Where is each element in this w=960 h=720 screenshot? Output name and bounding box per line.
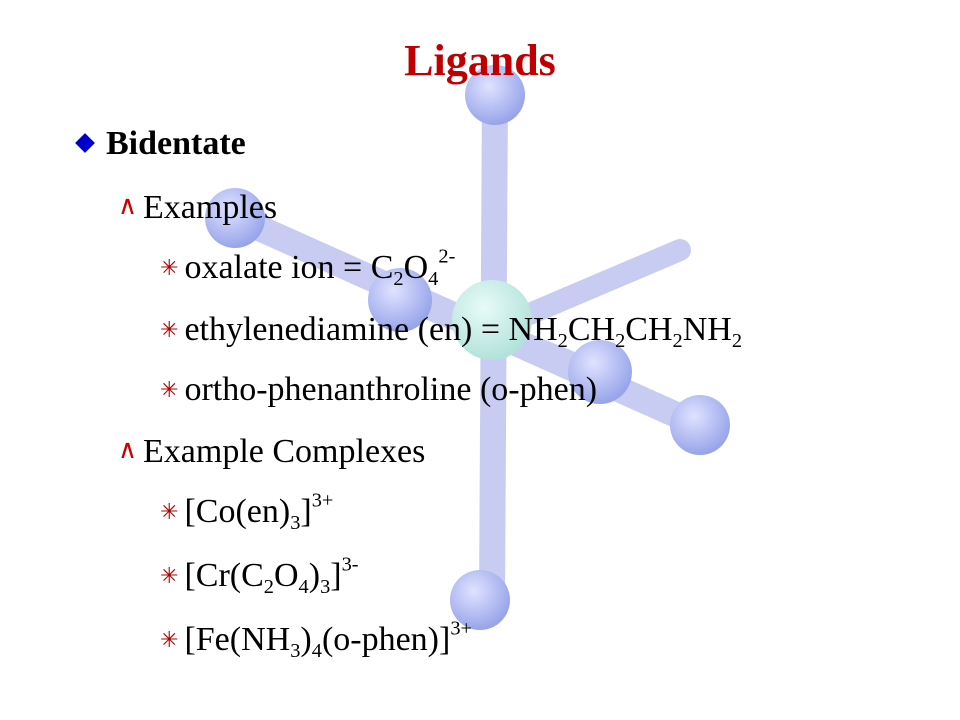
asterisk-bullet-icon: ✳ (160, 255, 179, 280)
asterisk-bullet-icon: ✳ (160, 499, 179, 524)
formula-text: O (273, 557, 299, 594)
formula-subscript: 2 (393, 268, 404, 291)
formula-text: [Cr(C (184, 557, 264, 594)
section-heading-examples: ∧Examples (118, 188, 277, 230)
formula-subscript: 2 (557, 330, 568, 353)
formula-text: ] (330, 557, 342, 594)
section-heading-text: Examples (143, 189, 278, 226)
formula-subscript: 2 (615, 330, 626, 353)
slide-title: Ligands (404, 36, 556, 85)
formula-text: ) (300, 621, 312, 658)
formula-text: CH (567, 311, 616, 348)
list-item-fe-nh3-phen: ✳[Fe(NH3)4(o-phen)]3+ (160, 617, 473, 663)
section-heading-example-complexes: ∧Example Complexes (118, 432, 425, 474)
atom-left-front (368, 268, 432, 332)
atom-top (465, 65, 525, 125)
list-item-cr-ox: ✳[Cr(C2O4)3]3- (160, 553, 359, 599)
bullet-level1-text: Bidentate (106, 125, 246, 162)
formula-text: (o-phen)] (321, 621, 451, 658)
asterisk-bullet-icon: ✳ (160, 317, 179, 342)
formula-subscript: 2 (263, 576, 274, 599)
formula-text: oxalate ion = C (184, 249, 394, 286)
formula-subscript: 3 (290, 640, 301, 663)
caret-bullet-icon: ∧ (118, 191, 138, 220)
formula-text: NH (682, 311, 732, 348)
list-item-o-phen: ✳ortho-phenanthroline (o-phen) (160, 370, 597, 413)
formula-superscript: 3- (341, 553, 359, 576)
atom-right-front (568, 340, 632, 404)
formula-text: O (403, 249, 429, 286)
metal-center (452, 280, 532, 360)
formula-subscript: 4 (298, 576, 309, 599)
formula-text: ethylenediamine (en) = NH (184, 311, 558, 348)
formula-subscript: 2 (672, 330, 683, 353)
caret-bullet-icon: ∧ (118, 435, 138, 464)
atom-right-back (670, 395, 730, 455)
formula-superscript: 3+ (311, 489, 334, 512)
formula-superscript: 3+ (450, 617, 473, 640)
asterisk-bullet-icon: ✳ (160, 627, 179, 652)
formula-text: ] (300, 493, 312, 530)
formula-text: ortho-phenanthroline (o-phen) (184, 371, 598, 408)
formula-text: [Fe(NH (184, 621, 291, 658)
formula-subscript: 3 (290, 512, 301, 535)
asterisk-bullet-icon: ✳ (160, 377, 179, 402)
formula-text: ) (308, 557, 321, 594)
formula-text: CH (625, 311, 673, 348)
formula-subscript: 2 (731, 330, 743, 353)
asterisk-bullet-icon: ✳ (160, 563, 179, 588)
list-item-ethylenediamine: ✳ethylenediamine (en) = NH2CH2CH2NH2 (160, 310, 742, 353)
list-item-co-en: ✳[Co(en)3]3+ (160, 489, 334, 535)
molecule-atoms (205, 65, 730, 630)
formula-superscript: 2- (438, 245, 456, 268)
atom-left-back (205, 188, 265, 248)
list-item-oxalate: ✳oxalate ion = C2O42- (160, 245, 456, 291)
diamond-bullet-icon (75, 133, 95, 153)
formula-text: [Co(en) (184, 493, 291, 530)
bullet-level1: Bidentate (75, 124, 246, 164)
atom-bottom (450, 570, 510, 630)
formula-subscript: 3 (320, 576, 331, 599)
formula-subscript: 4 (428, 268, 439, 291)
formula-subscript: 4 (311, 640, 322, 663)
section-heading-text: Example Complexes (143, 433, 426, 470)
